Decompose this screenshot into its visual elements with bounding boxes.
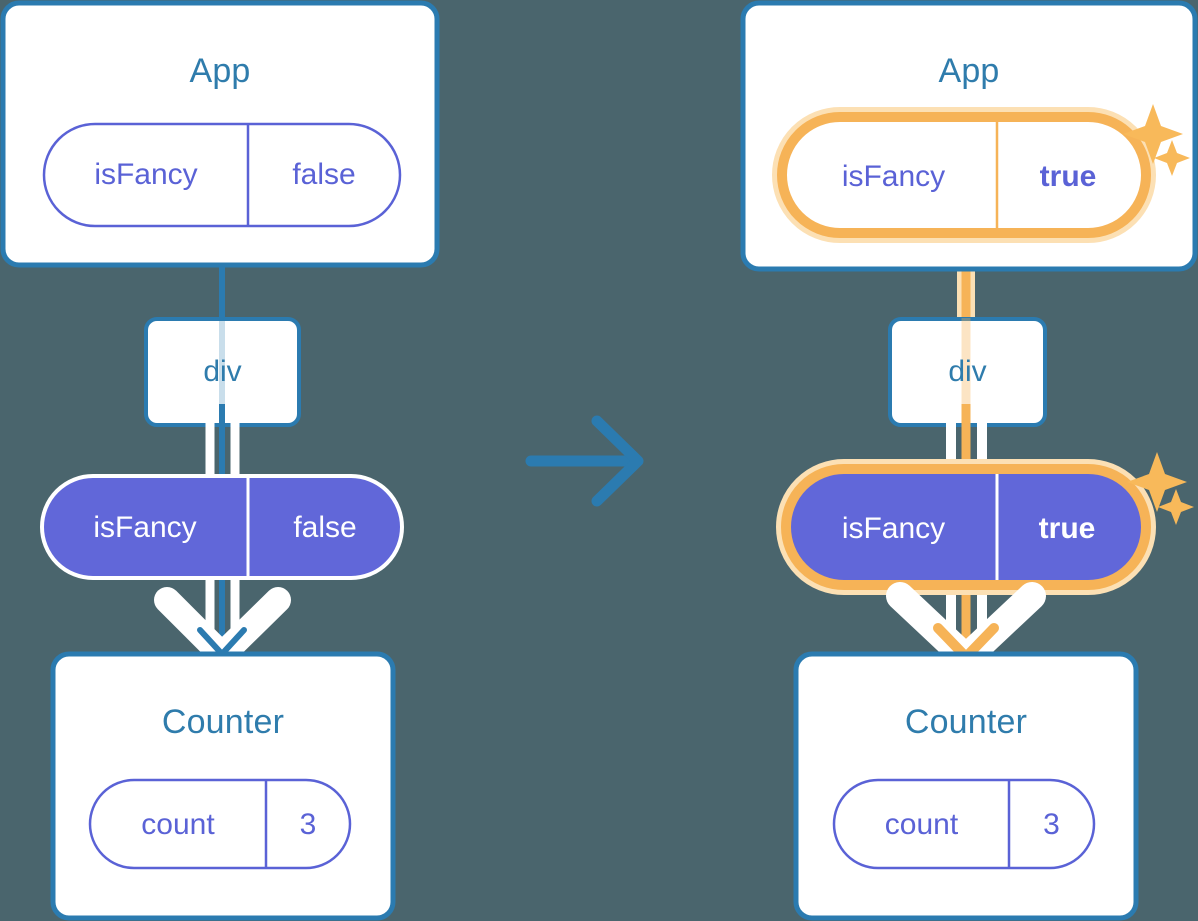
- prop-pill-left: [40, 474, 404, 580]
- sparkle-icon-prop: [1127, 452, 1194, 525]
- sparkle-icon-app: [1123, 104, 1190, 176]
- counter-state-pill-right: [832, 778, 1096, 870]
- prop-pill-ring-right: [781, 464, 1151, 590]
- app-state-pill-left: [42, 122, 402, 228]
- app-state-pill-ring-right: [777, 112, 1151, 238]
- counter-state-pill-left: [88, 778, 352, 870]
- arrow-right-icon: [525, 415, 644, 507]
